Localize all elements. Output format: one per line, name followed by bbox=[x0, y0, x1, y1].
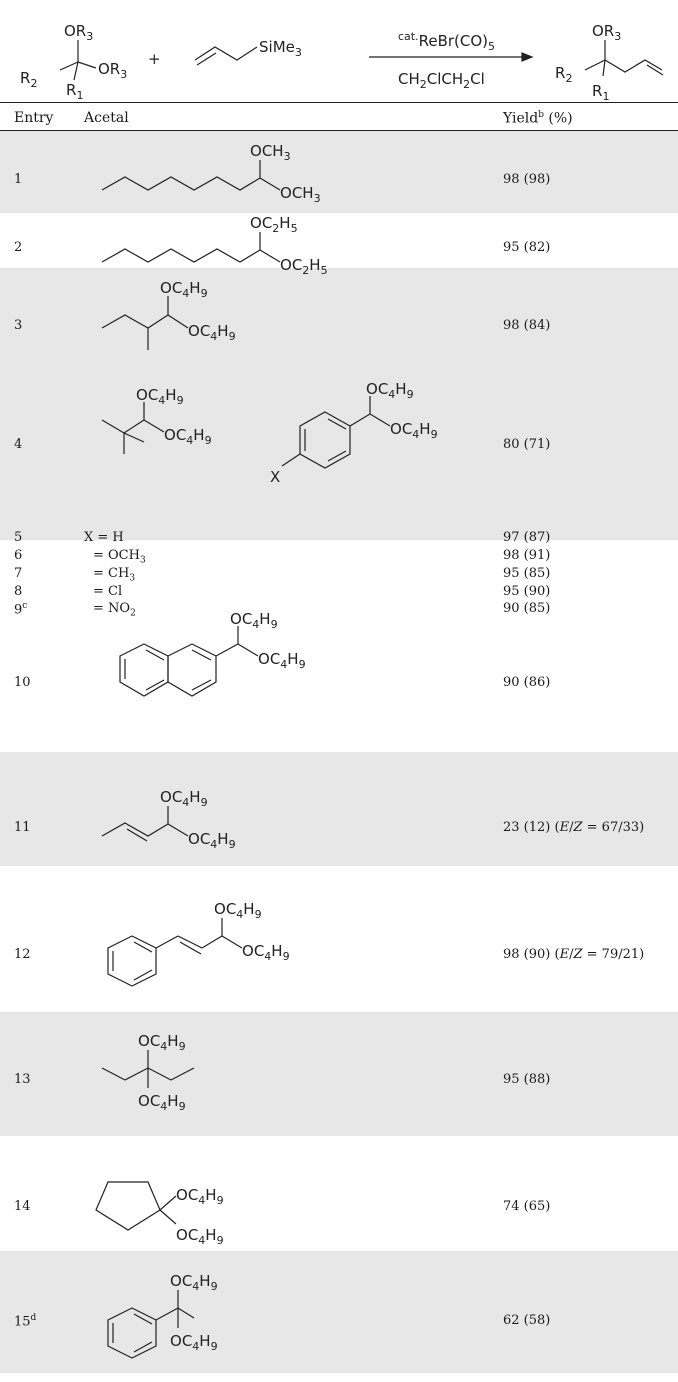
yield-15: 62 (58) bbox=[503, 1313, 551, 1328]
svg-text:OC4H9: OC4H9 bbox=[138, 1032, 186, 1053]
yield-14: 74 (65) bbox=[503, 1199, 551, 1214]
yield-10: 90 (86) bbox=[503, 675, 551, 690]
yield-1: 98 (98) bbox=[503, 172, 551, 187]
yield-13: 95 (88) bbox=[503, 1072, 551, 1087]
structure-10: OC4H9 OC4H9 bbox=[119, 610, 306, 697]
yield-3: 98 (84) bbox=[503, 318, 551, 333]
scheme-or3-right: OR3 bbox=[98, 60, 127, 81]
scheme-catalyst: cat.ReBr(CO)5 bbox=[398, 30, 495, 53]
substituent-9: = NO2 bbox=[93, 601, 136, 619]
table-top-rule bbox=[0, 102, 678, 103]
header-entry: Entry bbox=[14, 110, 54, 126]
svg-text:OC4H9: OC4H9 bbox=[230, 610, 278, 631]
entry-7: 7 bbox=[14, 566, 23, 581]
entry-13: 13 bbox=[14, 1072, 31, 1087]
reaction-scheme: OR3 R2 OR3 R1 + SiMe3 cat.ReBr(CO)5 CH2C… bbox=[20, 22, 664, 100]
header-acetal: Acetal bbox=[84, 110, 129, 126]
structure-14: OC4H9 OC4H9 bbox=[95, 1181, 224, 1247]
substituent-7: = CH3 bbox=[93, 566, 136, 584]
svg-text:OC4H9: OC4H9 bbox=[164, 426, 212, 447]
entry-4: 4 bbox=[14, 437, 23, 452]
yield-2: 95 (82) bbox=[503, 240, 551, 255]
svg-text:OC4H9: OC4H9 bbox=[188, 830, 236, 851]
svg-text:OC4H9: OC4H9 bbox=[170, 1332, 218, 1353]
svg-text:OC4H9: OC4H9 bbox=[242, 942, 290, 963]
scheme-product-r2: R2 bbox=[555, 64, 572, 85]
svg-text:OC4H9: OC4H9 bbox=[160, 788, 208, 809]
scheme-product-r1: R1 bbox=[592, 82, 609, 100]
yield-7: 95 (85) bbox=[503, 566, 551, 581]
scheme-silane: SiMe3 bbox=[259, 38, 302, 59]
entry-8: 8 bbox=[14, 584, 23, 599]
svg-text:OC2H5: OC2H5 bbox=[280, 256, 328, 277]
substituent-5: X = H bbox=[84, 530, 124, 545]
yield-8: 95 (90) bbox=[503, 584, 551, 599]
structure-12: OC4H9 OC4H9 bbox=[107, 900, 290, 987]
structure-15: OC4H9 OC4H9 bbox=[107, 1272, 218, 1359]
row-band bbox=[0, 1251, 678, 1373]
scheme-plus: + bbox=[148, 50, 161, 68]
svg-text:OC4H9: OC4H9 bbox=[366, 380, 414, 401]
svg-text:OC2H5: OC2H5 bbox=[250, 214, 298, 235]
yield-11: 23 (12) (E/Z = 67/33) bbox=[503, 820, 645, 835]
svg-text:X: X bbox=[270, 468, 280, 486]
scheme-or3-top: OR3 bbox=[64, 22, 93, 43]
svg-text:OCH3: OCH3 bbox=[280, 184, 321, 205]
structure-11: OC4H9 OC4H9 bbox=[101, 788, 236, 851]
svg-text:OC4H9: OC4H9 bbox=[160, 279, 208, 300]
structure-2: OC2H5 OC2H5 bbox=[101, 214, 328, 277]
svg-text:OC4H9: OC4H9 bbox=[214, 900, 262, 921]
entry-15: 15d bbox=[14, 1313, 37, 1330]
substituent-8: = Cl bbox=[93, 584, 123, 599]
header-yield: Yieldb (%) bbox=[503, 110, 573, 127]
entry-9: 9c bbox=[14, 601, 28, 618]
svg-text:OCH3: OCH3 bbox=[250, 142, 291, 163]
yield-12: 98 (90) (E/Z = 79/21) bbox=[503, 947, 645, 962]
substituent-6: = OCH3 bbox=[93, 548, 146, 566]
entry-2: 2 bbox=[14, 240, 23, 255]
row-band bbox=[0, 131, 678, 213]
structure-13: OC4H9 OC4H9 bbox=[101, 1032, 195, 1113]
scheme-r2: R2 bbox=[20, 69, 37, 90]
structure-4: OC4H9 OC4H9 X OC4H9 OC4H9 bbox=[101, 380, 438, 486]
row-band bbox=[0, 752, 678, 866]
scheme-product-or3: OR3 bbox=[592, 22, 621, 43]
entry-6: 6 bbox=[14, 548, 23, 563]
entry-5: 5 bbox=[14, 530, 23, 545]
svg-text:OC4H9: OC4H9 bbox=[176, 1186, 224, 1207]
entry-10: 10 bbox=[14, 675, 31, 690]
table-header-rule bbox=[0, 130, 678, 131]
entry-11: 11 bbox=[14, 820, 31, 835]
svg-text:OC4H9: OC4H9 bbox=[170, 1272, 218, 1293]
scheme-r1: R1 bbox=[66, 81, 83, 100]
structure-1: OCH3 OCH3 bbox=[101, 142, 321, 205]
svg-text:OC4H9: OC4H9 bbox=[138, 1092, 186, 1113]
svg-text:OC4H9: OC4H9 bbox=[390, 420, 438, 441]
entry-14: 14 bbox=[14, 1199, 31, 1214]
yield-4: 80 (71) bbox=[503, 437, 551, 452]
svg-text:OC4H9: OC4H9 bbox=[176, 1226, 224, 1247]
yield-9: 90 (85) bbox=[503, 601, 551, 616]
yield-5: 97 (87) bbox=[503, 530, 551, 545]
row-band bbox=[0, 268, 678, 540]
entry-1: 1 bbox=[14, 172, 23, 187]
structure-3: OC4H9 OC4H9 bbox=[101, 279, 236, 350]
svg-text:OC4H9: OC4H9 bbox=[258, 650, 306, 671]
yield-6: 98 (91) bbox=[503, 548, 551, 563]
svg-text:OC4H9: OC4H9 bbox=[188, 322, 236, 343]
scheme-solvent: CH2ClCH2Cl bbox=[398, 70, 485, 91]
svg-text:OC4H9: OC4H9 bbox=[136, 386, 184, 407]
entry-12: 12 bbox=[14, 947, 31, 962]
entry-3: 3 bbox=[14, 318, 23, 333]
